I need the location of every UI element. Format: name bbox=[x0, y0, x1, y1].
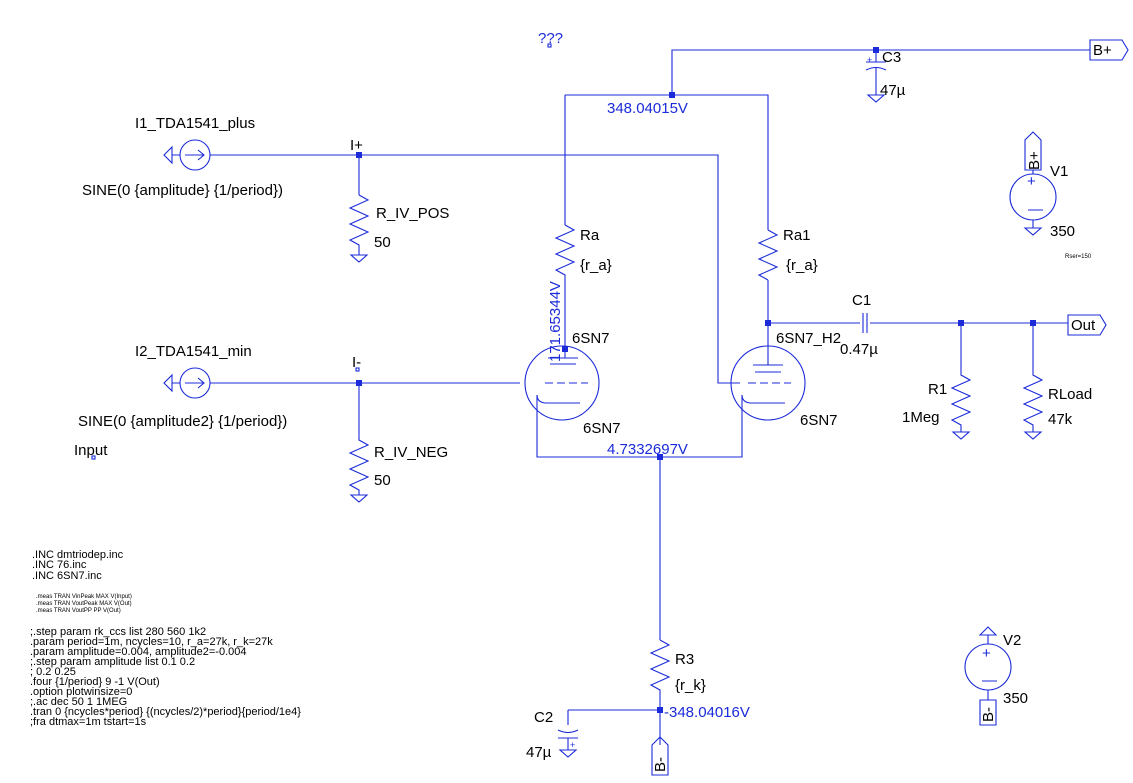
ra1-value: {r_a} bbox=[786, 257, 818, 274]
ra-name: Ra bbox=[580, 227, 600, 244]
sim-line: ;.step param amplitude list 0.1 0.2 bbox=[30, 656, 195, 668]
resistor-rload[interactable] bbox=[1022, 360, 1044, 440]
svg-text:+: + bbox=[1027, 173, 1036, 190]
v1-name: V1 bbox=[1050, 163, 1068, 180]
spice-directives-sim: ;.step param rk_ccs list 280 560 1k2 .pa… bbox=[30, 626, 301, 728]
tube-left-model: 6SN7 bbox=[583, 420, 621, 437]
sim-line: .four {1/period} 9 -1 V(Out) bbox=[30, 676, 160, 688]
sim-line: ;.step param rk_ccs list 280 560 1k2 bbox=[30, 626, 206, 638]
r-iv-pos-value: 50 bbox=[374, 234, 391, 251]
marker-dot bbox=[91, 455, 96, 460]
rload-value: 47k bbox=[1048, 411, 1073, 428]
current-source-i2[interactable] bbox=[163, 367, 211, 399]
i1-name: I1_TDA1541_plus bbox=[135, 115, 255, 132]
c2-value: 47µ bbox=[526, 744, 552, 761]
sim-line: ; 0.2 0.25 bbox=[30, 666, 76, 678]
resistor-r-iv-pos[interactable] bbox=[348, 194, 370, 263]
out-label: Out bbox=[1071, 317, 1096, 334]
marker-dot bbox=[547, 43, 552, 48]
sim-line: .option plotwinsize=0 bbox=[30, 686, 132, 698]
sim-line: .param period=1m, ncycles=10, r_a=27k, r… bbox=[30, 636, 273, 648]
capacitor-c3[interactable]: + bbox=[865, 55, 887, 103]
resistor-r3[interactable] bbox=[649, 639, 671, 695]
c1-name: C1 bbox=[852, 292, 871, 309]
v1-value: 350 bbox=[1050, 223, 1075, 240]
r-iv-pos-name: R_IV_POS bbox=[376, 205, 449, 222]
inc-line: .INC 6SN7.inc bbox=[32, 570, 102, 582]
current-source-i1[interactable] bbox=[163, 139, 211, 171]
wires bbox=[210, 49, 1090, 745]
meas-line: .meas TRAN VinPeak MAX V(Input) bbox=[36, 594, 132, 600]
r3-value: {r_k} bbox=[675, 677, 706, 694]
v2-value: 350 bbox=[1003, 690, 1028, 707]
r1-name: R1 bbox=[928, 381, 947, 398]
v1-series-r: Rser=150 bbox=[1065, 254, 1092, 260]
v1-bplus-label: B+ bbox=[1026, 151, 1043, 170]
meas-line: .meas TRAN VoutPP PP V(Out) bbox=[36, 608, 121, 614]
spice-directives-inc: .INC dmtriodep.inc .INC 76.inc .INC 6SN7… bbox=[32, 549, 124, 582]
svg-text:—: — bbox=[1028, 201, 1043, 218]
capacitor-c1[interactable] bbox=[862, 313, 868, 333]
svg-text:—: — bbox=[982, 672, 997, 689]
meas-line: .meas TRAN VoutPeak MAX V(Out) bbox=[36, 601, 132, 607]
ra1-name: Ra1 bbox=[783, 227, 811, 244]
resistor-r1[interactable] bbox=[950, 360, 972, 440]
r3-name: R3 bbox=[675, 651, 694, 668]
voltage-source-v1[interactable]: + — bbox=[1009, 131, 1057, 236]
voltage-supply-node: 348.04015V bbox=[607, 100, 688, 117]
sim-line: ;.ac dec 50 1 1MEG bbox=[30, 696, 127, 708]
net-i-minus: I- bbox=[352, 354, 361, 371]
net-input: Input bbox=[74, 442, 108, 459]
sim-line: .param amplitude=0.004, amplitude2=-0.00… bbox=[30, 646, 246, 658]
svg-text:+: + bbox=[982, 645, 991, 662]
c1-value: 0.47µ bbox=[840, 341, 878, 358]
i1-value: SINE(0 {amplitude} {1/period}) bbox=[82, 182, 283, 199]
resistor-r-iv-neg[interactable] bbox=[348, 420, 370, 503]
voltage-source-v2[interactable]: + — bbox=[964, 626, 1012, 726]
out-flag[interactable] bbox=[1067, 314, 1107, 336]
bplus-flag[interactable] bbox=[1089, 39, 1129, 61]
svg-text:+: + bbox=[867, 55, 872, 65]
rload-name: RLoad bbox=[1048, 386, 1092, 403]
voltage-tail: -348.04016V bbox=[664, 704, 750, 721]
i2-value: SINE(0 {amplitude2} {1/period}) bbox=[78, 413, 287, 430]
bminus-flag[interactable] bbox=[651, 736, 669, 776]
ra-value: {r_a} bbox=[580, 257, 612, 274]
marker-dot bbox=[355, 367, 360, 372]
title-marker: ??? bbox=[538, 30, 563, 47]
v2-bminus-label: B- bbox=[980, 707, 997, 722]
voltage-cathode: 4.7332697V bbox=[607, 441, 688, 458]
junctions bbox=[356, 47, 1036, 713]
c2-name: C2 bbox=[534, 709, 553, 726]
net-i-plus: I+ bbox=[350, 137, 363, 154]
sim-line: ;fra dtmax=1m tstart=1s bbox=[30, 716, 147, 728]
inc-line: .INC dmtriodep.inc bbox=[32, 549, 124, 561]
inc-line: .INC 76.inc bbox=[32, 559, 87, 571]
triode-left[interactable] bbox=[524, 345, 600, 421]
bplus-label: B+ bbox=[1093, 42, 1112, 59]
tube-right-name: 6SN7_H2 bbox=[776, 330, 841, 347]
resistor-ra1[interactable] bbox=[757, 229, 779, 281]
c3-value: 47µ bbox=[880, 82, 906, 99]
voltage-left-plate: 171.65344V bbox=[547, 281, 564, 362]
tube-left-name: 6SN7 bbox=[572, 330, 610, 347]
r1-value: 1Meg bbox=[902, 409, 940, 426]
c3-name: C3 bbox=[882, 49, 901, 66]
v2-name: V2 bbox=[1003, 632, 1021, 649]
svg-text:+: + bbox=[570, 740, 575, 750]
tail-bminus-label: B- bbox=[652, 757, 669, 772]
triode-right[interactable] bbox=[730, 345, 806, 421]
r-iv-neg-name: R_IV_NEG bbox=[374, 444, 448, 461]
r-iv-neg-value: 50 bbox=[374, 472, 391, 489]
sim-line: .tran 0 {ncycles*period} {(ncycles/2)*pe… bbox=[30, 706, 301, 718]
tube-right-model: 6SN7 bbox=[800, 412, 838, 429]
spice-directives-meas: .meas TRAN VinPeak MAX V(Input) .meas TR… bbox=[36, 594, 132, 614]
i2-name: I2_TDA1541_min bbox=[135, 343, 252, 360]
capacitor-c2[interactable]: + bbox=[557, 710, 579, 758]
resistor-ra[interactable] bbox=[554, 224, 576, 280]
